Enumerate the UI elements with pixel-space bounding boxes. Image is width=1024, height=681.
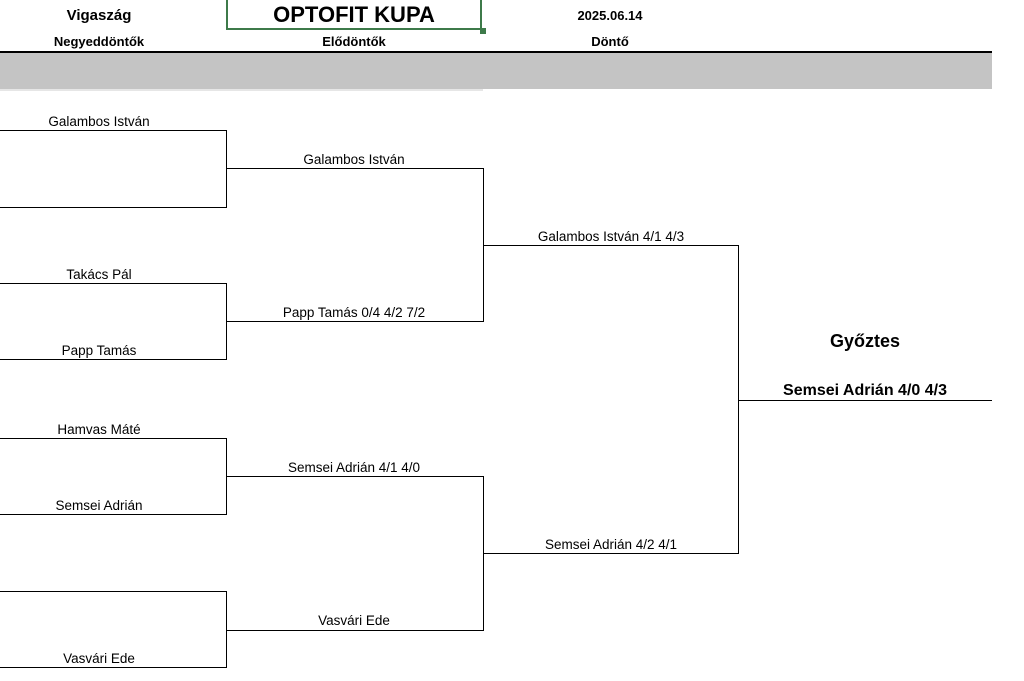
sf2-bottom-line	[226, 630, 484, 631]
final-bottom-player[interactable]: Semsei Adrián 4/2 4/1	[544, 537, 678, 552]
sf1-bottom-line	[226, 321, 484, 322]
final-top-player[interactable]: Galambos István 4/1 4/3	[537, 229, 685, 244]
band-shadow	[0, 89, 483, 91]
qf3-top-player[interactable]: Hamvas Máté	[57, 422, 141, 437]
qf3-bottom-line	[0, 514, 227, 515]
qf1-top-line	[0, 130, 227, 131]
final-connector	[738, 245, 739, 554]
sf2-bottom-player[interactable]: Vasvári Ede	[318, 613, 390, 628]
round-label-semifinals: Elődöntők	[322, 34, 386, 49]
champion-label: Győztes	[829, 331, 901, 351]
champion-line	[738, 400, 992, 401]
champion-name[interactable]: Semsei Adrián 4/0 4/3	[783, 382, 947, 399]
sf2-top-player[interactable]: Semsei Adrián 4/1 4/0	[287, 460, 421, 475]
qf2-bottom-player[interactable]: Papp Tamás	[61, 343, 137, 358]
sf2-top-line	[226, 476, 484, 477]
qf4-connector	[226, 591, 227, 668]
final-bottom-line	[483, 553, 739, 554]
date-label: 2025.06.14	[577, 8, 643, 23]
round-label-quarterfinals: Negyeddöntők	[53, 34, 145, 49]
qf4-bottom-line	[0, 667, 227, 668]
sf1-top-line	[226, 168, 484, 169]
qf2-bottom-line	[0, 359, 227, 360]
sf1-top-player[interactable]: Galambos István	[303, 152, 405, 167]
qf3-top-line	[0, 438, 227, 439]
tournament-title[interactable]: OPTOFIT KUPA	[226, 0, 482, 30]
qf2-top-player[interactable]: Takács Pál	[66, 267, 132, 282]
sf1-bottom-player[interactable]: Papp Tamás 0/4 4/2 7/2	[282, 305, 426, 320]
qf4-top-line	[0, 591, 227, 592]
cell-fill-handle[interactable]	[480, 28, 486, 34]
qf2-top-line	[0, 283, 227, 284]
header-divider	[0, 51, 992, 53]
bracket-type-label: Vigaszág	[66, 7, 132, 24]
final-top-line	[483, 245, 739, 246]
header-band	[0, 53, 992, 89]
qf1-top-player[interactable]: Galambos István	[48, 114, 150, 129]
qf3-bottom-player[interactable]: Semsei Adrián	[55, 498, 143, 513]
qf1-bottom-line	[0, 207, 227, 208]
qf1-connector	[226, 130, 227, 208]
round-label-final: Döntő	[591, 34, 629, 49]
qf4-bottom-player[interactable]: Vasvári Ede	[63, 651, 135, 666]
